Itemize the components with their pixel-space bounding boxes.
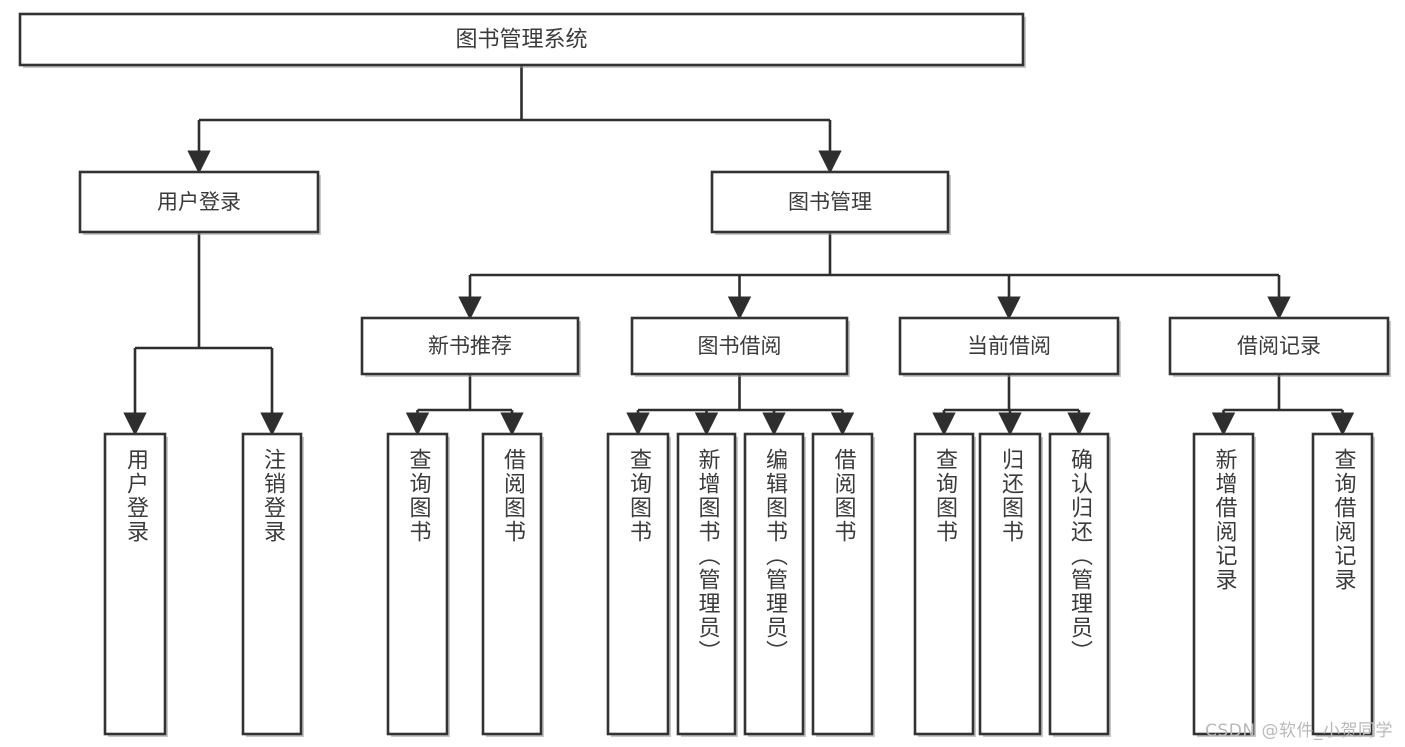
node-leaf-return-book[interactable] <box>978 432 1042 736</box>
node-box-layer <box>18 12 1391 737</box>
node-leaf-add-book[interactable] <box>676 432 737 736</box>
node-leaf-query-book-1[interactable] <box>386 432 449 736</box>
node-new-book-rec-label: 新书推荐 <box>428 334 512 358</box>
node-leaf-query-book-3[interactable] <box>913 432 975 736</box>
node-leaf-add-record[interactable] <box>1192 432 1255 736</box>
node-user-login[interactable] <box>78 170 320 234</box>
node-root-label: 图书管理系统 <box>455 28 587 53</box>
node-current-borrow[interactable] <box>898 316 1120 376</box>
node-leaf-edit-book[interactable] <box>743 432 805 736</box>
node-book-borrow[interactable] <box>630 316 849 376</box>
node-root[interactable] <box>18 12 1025 67</box>
node-leaf-logout[interactable] <box>241 432 303 736</box>
node-leaf-query-record[interactable] <box>1311 432 1374 736</box>
node-borrow-record[interactable] <box>1168 316 1390 376</box>
node-user-login-label: 用户登录 <box>157 190 241 214</box>
node-leaf-query-book-2[interactable] <box>606 432 670 736</box>
node-new-book-rec[interactable] <box>360 316 580 376</box>
node-leaf-confirm-return[interactable] <box>1048 432 1110 736</box>
node-leaf-user-login[interactable] <box>103 432 167 736</box>
node-borrow-record-label: 借阅记录 <box>1237 334 1321 358</box>
node-leaf-borrow-book-1[interactable] <box>481 432 543 736</box>
node-current-borrow-label: 当前借阅 <box>967 334 1051 358</box>
connector-layer <box>123 65 1355 436</box>
node-book-manage-label: 图书管理 <box>788 190 872 214</box>
watermark: CSDN @软件_小贺同学 <box>1205 721 1393 741</box>
node-book-borrow-label: 图书借阅 <box>698 334 782 358</box>
node-book-manage[interactable] <box>710 170 950 234</box>
node-leaf-borrow-book-2[interactable] <box>811 432 874 736</box>
